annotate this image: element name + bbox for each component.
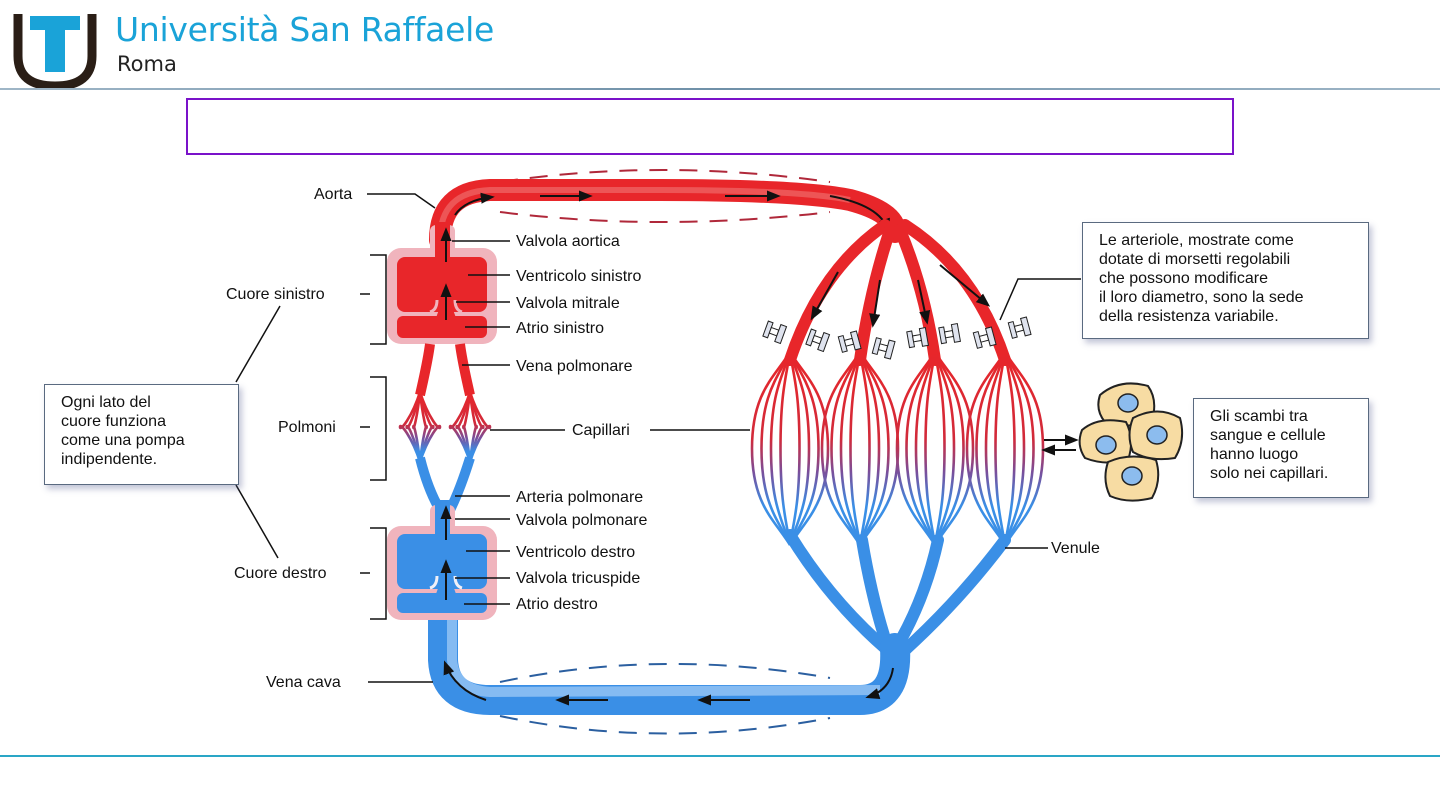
leader-lines xyxy=(235,193,1081,683)
right-heart xyxy=(387,500,497,620)
tissue-cells xyxy=(1078,382,1184,502)
systemic-venous-envelope xyxy=(499,662,831,735)
clamp-icon xyxy=(762,320,788,345)
lung-capillaries xyxy=(398,391,442,463)
vena-cava-vessel xyxy=(428,597,911,715)
label-vena-polmonare: Vena polmonare xyxy=(516,358,633,375)
label-valvola-aortica: Valvola aortica xyxy=(516,233,620,250)
label-atrio-destro: Atrio destro xyxy=(516,596,598,613)
label-capillari: Capillari xyxy=(572,422,630,439)
university-city: Roma xyxy=(117,52,177,76)
clamp-icon xyxy=(938,322,962,345)
slide-header: Università San Raffaele Roma xyxy=(0,0,1440,92)
lung-capillaries xyxy=(448,391,492,463)
label-ventricolo-sinistro: Ventricolo sinistro xyxy=(516,268,641,285)
pulmonary-veins xyxy=(415,343,475,397)
note-arterioles: Le arteriole, mostrate come dotate di mo… xyxy=(1082,222,1369,339)
label-aorta: Aorta xyxy=(314,186,352,203)
label-valvola-polmonare: Valvola polmonare xyxy=(516,512,647,529)
university-logo-icon xyxy=(13,14,97,88)
label-cuore-sinistro: Cuore sinistro xyxy=(226,286,325,303)
slide-title-box[interactable] xyxy=(186,98,1234,155)
clamp-icon xyxy=(972,326,997,349)
label-valvola-tricuspide: Valvola tricuspide xyxy=(516,570,640,587)
clamp-icon xyxy=(805,328,831,353)
systemic-arterial-envelope xyxy=(499,169,831,223)
note-capillary-exchange: Gli scambi tra sangue e cellule hanno lu… xyxy=(1193,398,1369,498)
capillary-bed xyxy=(820,351,900,546)
label-arteria-polmonare: Arteria polmonare xyxy=(516,489,643,506)
label-venule: Venule xyxy=(1051,540,1100,557)
arteriole-clamps xyxy=(762,316,1032,360)
capillary-bed xyxy=(965,351,1045,546)
label-ventricolo-destro: Ventricolo destro xyxy=(516,544,635,561)
left-heart xyxy=(387,222,497,344)
label-atrio-sinistro: Atrio sinistro xyxy=(516,320,604,337)
clamp-icon xyxy=(837,330,862,353)
exchange-arrows xyxy=(1041,434,1079,456)
systemic-capillary-beds xyxy=(750,351,1045,546)
footer-divider xyxy=(0,755,1440,757)
header-divider xyxy=(0,88,1440,90)
note-independent-pump: Ogni lato del cuore funziona come una po… xyxy=(44,384,239,485)
label-polmoni: Polmoni xyxy=(278,419,336,436)
clamp-icon xyxy=(1007,316,1032,339)
clamp-icon xyxy=(906,326,930,349)
label-cuore-destro: Cuore destro xyxy=(234,565,327,582)
vena-cava-flow-arrows xyxy=(443,660,894,706)
university-name: Università San Raffaele xyxy=(115,10,494,49)
capillary-bed xyxy=(750,351,830,546)
systemic-venules xyxy=(784,529,1011,656)
clamp-icon xyxy=(871,337,896,360)
label-vena-cava: Vena cava xyxy=(266,674,341,691)
artery-flow-arrows xyxy=(810,264,991,328)
pulmonary-capillaries xyxy=(398,391,492,463)
label-valvola-mitrale: Valvola mitrale xyxy=(516,295,620,312)
capillary-bed xyxy=(895,351,975,546)
